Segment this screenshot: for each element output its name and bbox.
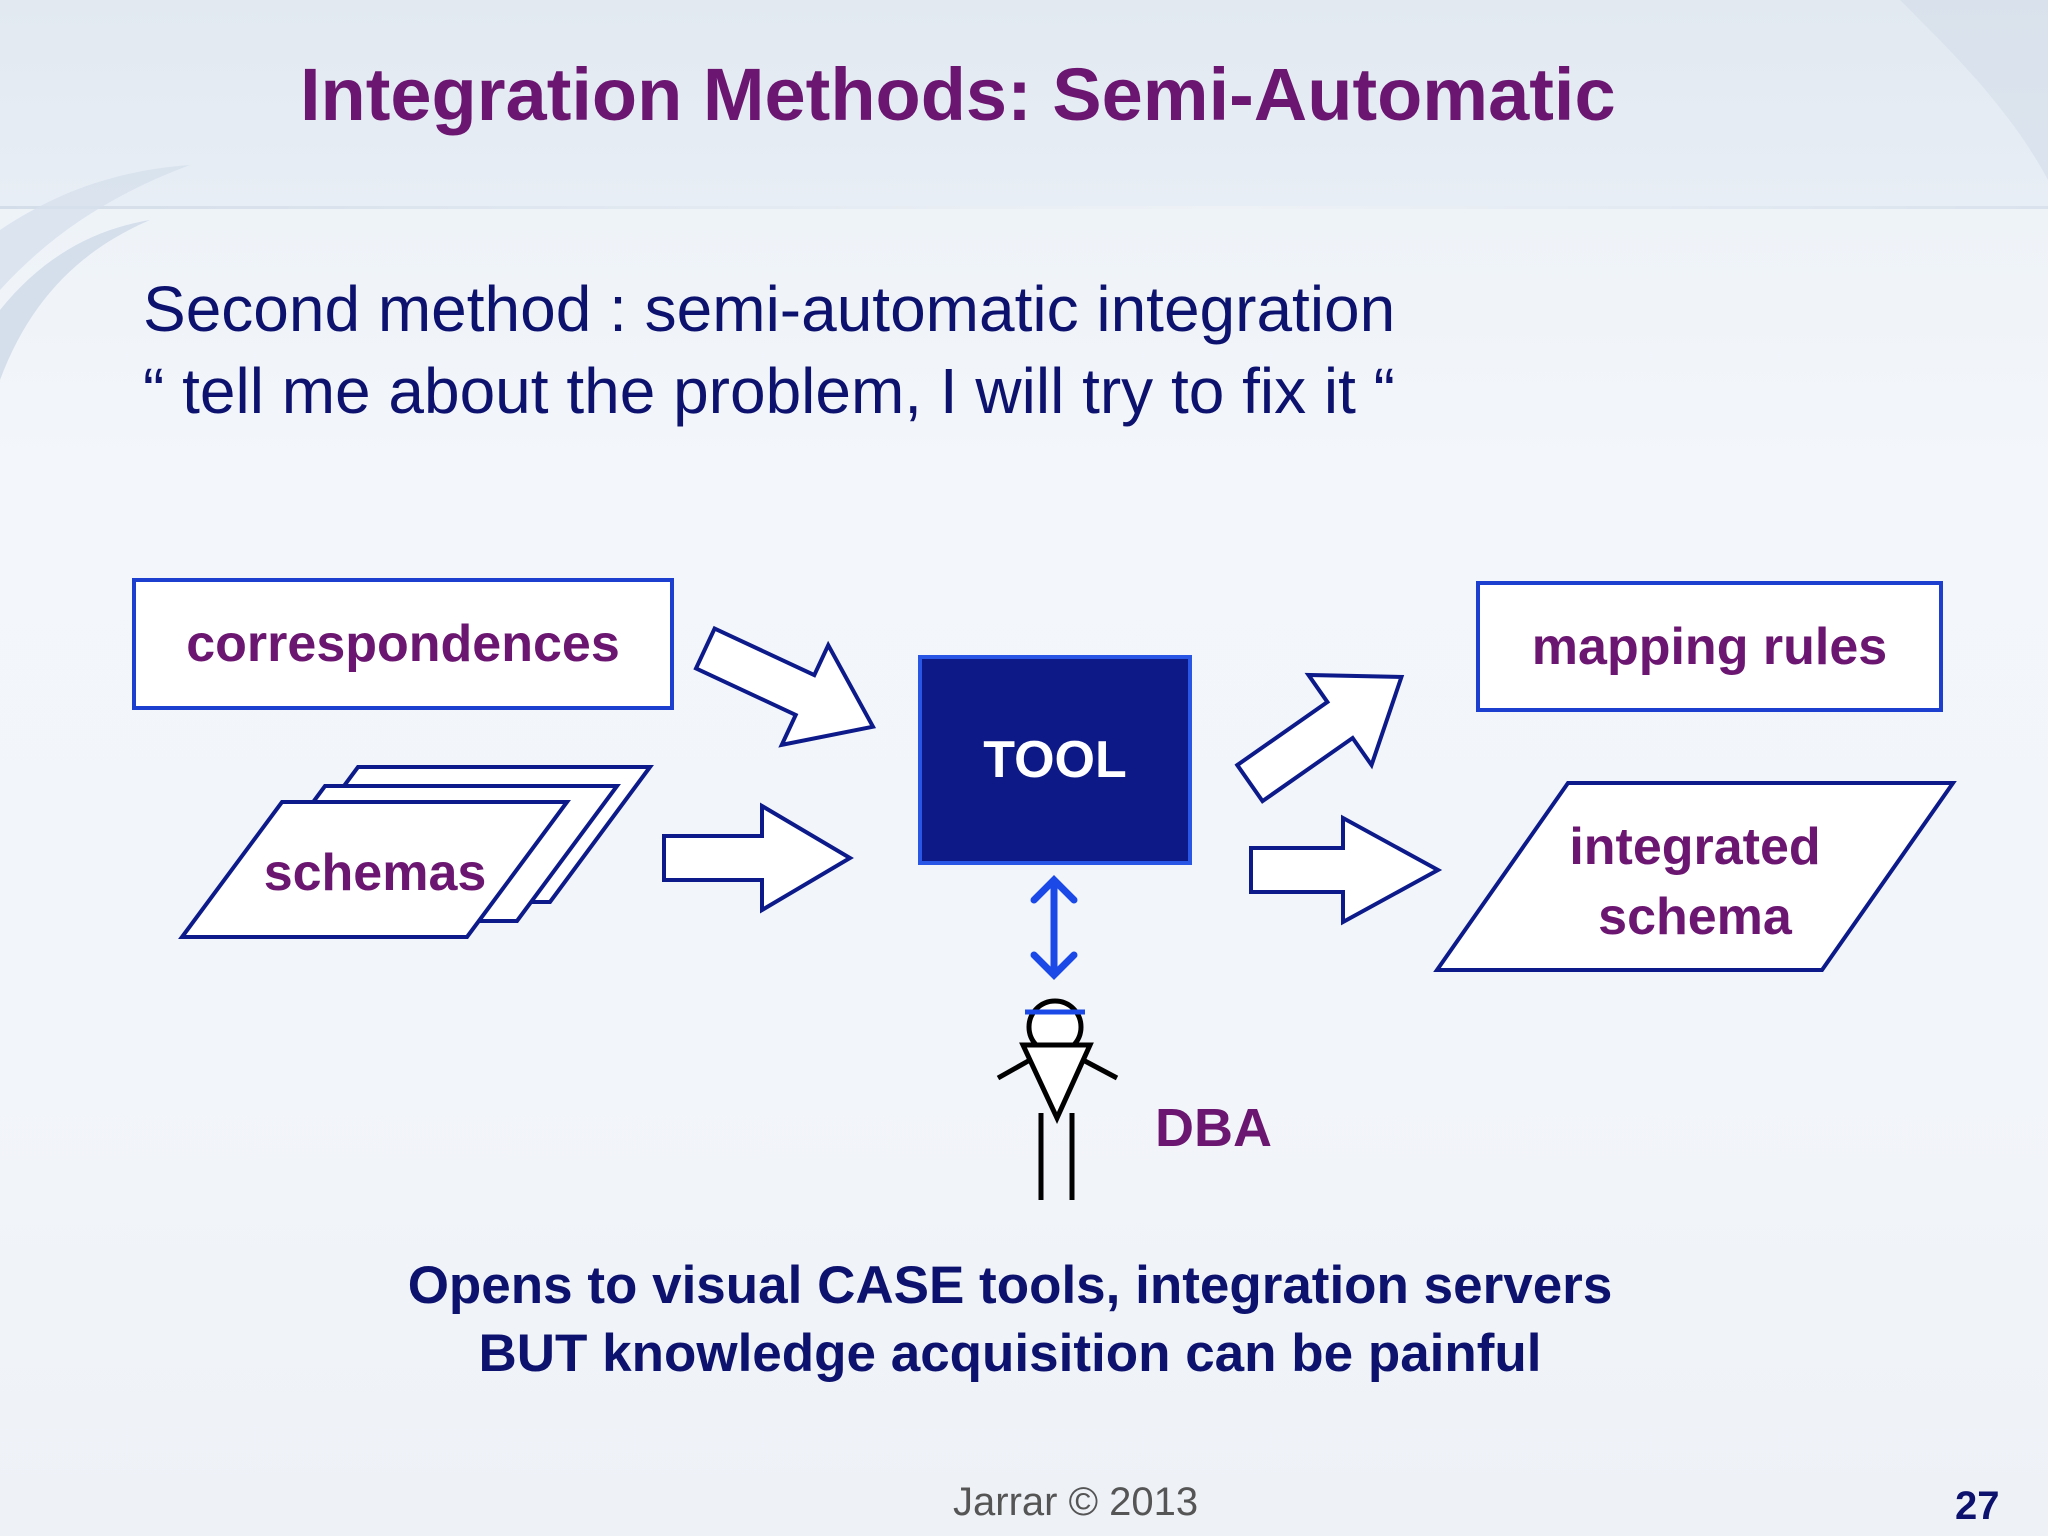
page-number: 27 <box>1955 1484 2000 1528</box>
conclusion-line-2: BUT knowledge acquisition can be painful <box>478 1324 1542 1383</box>
schemas-label: schemas <box>263 844 487 902</box>
conclusion: Opens to visual CASE tools, integration … <box>0 1252 2020 1388</box>
slide-title: Integration Methods: Semi-Automatic <box>300 53 1616 136</box>
schemas-stack <box>178 765 654 939</box>
schema-sheet-front <box>178 800 571 939</box>
arrow-schemas-to-tool <box>662 802 854 914</box>
header-divider <box>0 206 2048 209</box>
correspondences-box: correspondences <box>132 578 674 710</box>
integrated-schema-line-1: integrated <box>1569 818 1821 876</box>
tool-box: TOOL <box>918 655 1192 865</box>
subtitle: Second method : semi-automatic integrati… <box>143 268 1395 432</box>
integrated-schema-shape <box>1433 781 1957 972</box>
subtitle-line-2: “ tell me about the problem, I will try … <box>143 355 1395 427</box>
subtitle-line-1: Second method : semi-automatic integrati… <box>143 273 1396 345</box>
header-band <box>0 0 2048 208</box>
dba-label: DBA <box>1155 1098 1272 1158</box>
arrow-tool-to-mapping-rules <box>1234 672 1405 804</box>
arrow-tool-to-integrated-schema <box>1249 814 1443 926</box>
integrated-schema-label: integrated schema <box>1540 812 1850 952</box>
footer-credit: Jarrar © 2013 <box>953 1480 1199 1524</box>
mapping-rules-box: mapping rules <box>1476 581 1943 712</box>
arrow-correspondences-to-tool <box>693 625 877 748</box>
double-arrow-tool-dba <box>1030 875 1078 980</box>
integrated-schema-line-2: schema <box>1598 888 1792 946</box>
dba-figure <box>996 998 1119 1200</box>
conclusion-line-1: Opens to visual CASE tools, integration … <box>407 1256 1613 1315</box>
